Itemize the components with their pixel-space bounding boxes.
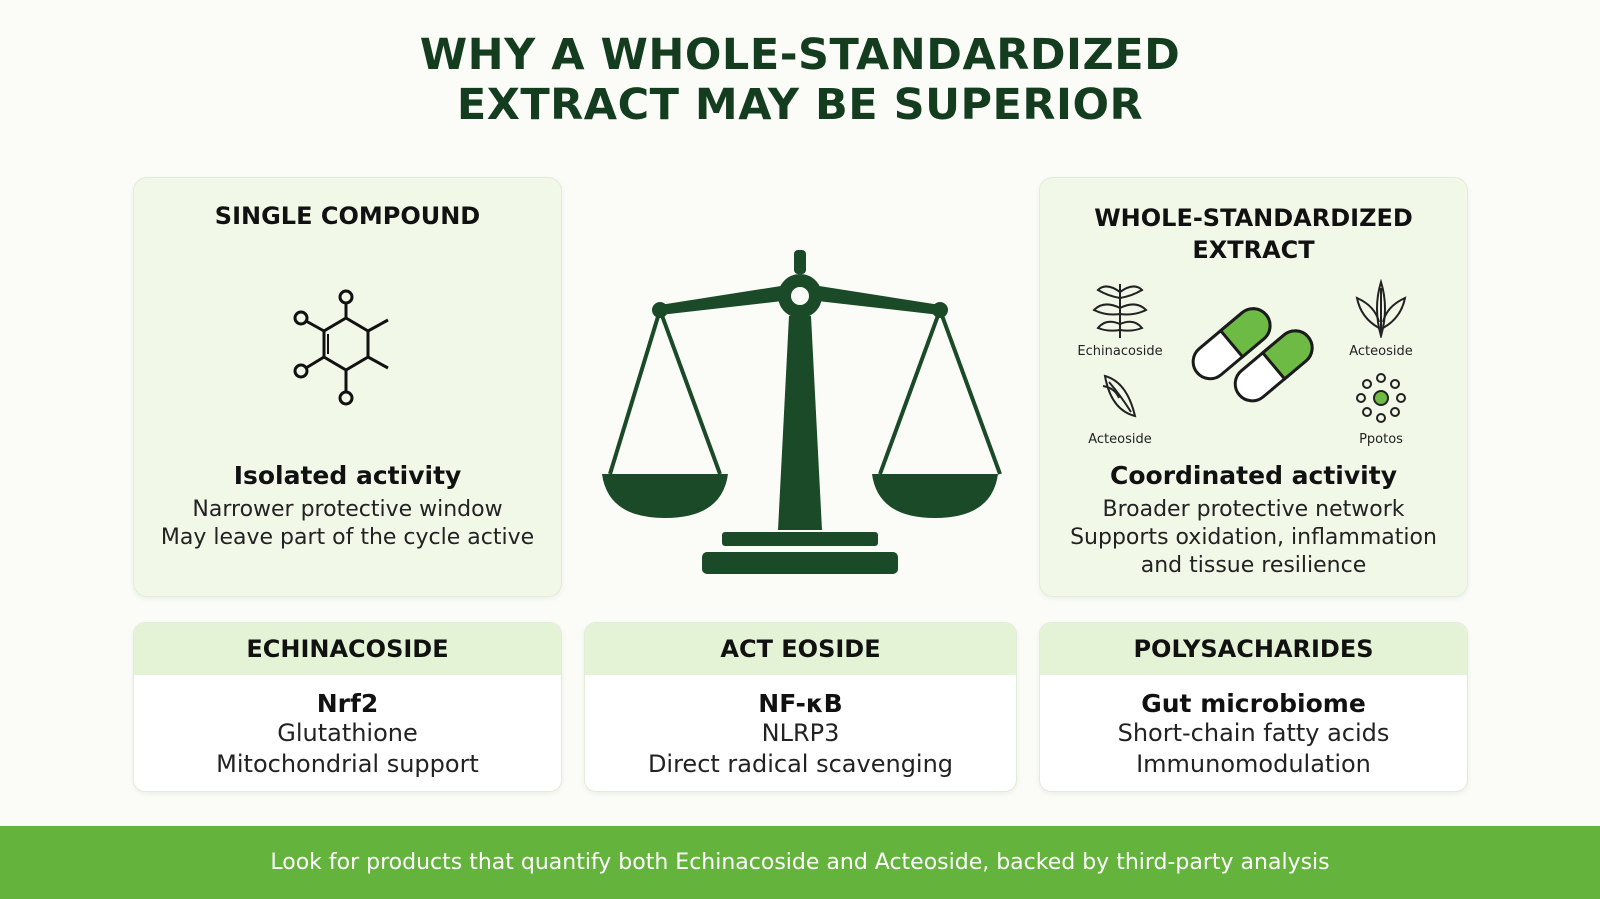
acteoside-heading: ACT EOSIDE xyxy=(585,623,1016,675)
echinacoside-heading: ECHINACOSIDE xyxy=(134,623,561,675)
seed-icon xyxy=(1102,374,1137,418)
single-compound-heading: SINGLE COMPOUND xyxy=(214,202,481,230)
whole-extract-lines: Broader protective network Supports oxid… xyxy=(1040,496,1467,580)
capsule-icon xyxy=(1191,307,1314,403)
single-compound-line: Narrower protective window xyxy=(192,497,503,522)
polysaccharides-card: POLYSACHARIDES Gut microbiome Short-chai… xyxy=(1039,622,1468,792)
icon-label-acteoside-top: Acteoside xyxy=(1349,344,1413,359)
leaf-icon xyxy=(1355,278,1407,338)
molecule-icon xyxy=(293,289,389,406)
single-compound-line: May leave part of the cycle active xyxy=(160,525,535,550)
echinacoside-line: Mitochondrial support xyxy=(216,750,479,778)
acteoside-line: Direct radical scavenging xyxy=(647,750,954,778)
polysaccharides-title: Gut microbiome xyxy=(1141,689,1366,718)
polysaccharides-heading: POLYSACHARIDES xyxy=(1040,623,1467,675)
page-title: WHY A WHOLE-STANDARDIZED EXTRACT MAY BE … xyxy=(0,30,1600,130)
single-compound-lines: Narrower protective window May leave par… xyxy=(134,496,561,552)
acteoside-title: NF-κB xyxy=(758,689,843,718)
polysaccharides-line: Immunomodulation xyxy=(1136,750,1371,778)
whole-extract-heading-line: EXTRACT xyxy=(1192,236,1315,264)
whole-extract-line: and tissue resilience xyxy=(1140,553,1367,578)
plant-icon xyxy=(1092,284,1148,338)
whole-extract-card: WHOLE-STANDARDIZED EXTRACT Echinacoside … xyxy=(1039,177,1468,597)
polysaccharides-line: Short-chain fatty acids xyxy=(1117,719,1390,747)
whole-extract-subtitle: Coordinated activity xyxy=(1110,461,1397,490)
acteoside-line: NLRP3 xyxy=(761,719,840,747)
title-line-1: WHY A WHOLE-STANDARDIZED xyxy=(419,30,1181,80)
whole-extract-heading-line: WHOLE-STANDARDIZED xyxy=(1094,204,1413,232)
balance-scale-icon xyxy=(602,250,1002,574)
icon-label-acteoside-bottom: Acteoside xyxy=(1088,432,1152,447)
single-compound-card: SINGLE COMPOUND Isolated activity Narrow… xyxy=(133,177,562,597)
title-line-2: EXTRACT MAY BE SUPERIOR xyxy=(456,80,1144,130)
acteoside-card: ACT EOSIDE NF-κB NLRP3 Direct radical sc… xyxy=(584,622,1017,792)
echinacoside-card: ECHINACOSIDE Nrf2 Glutathione Mitochondr… xyxy=(133,622,562,792)
whole-extract-line: Broader protective network xyxy=(1102,497,1405,522)
echinacoside-line: Glutathione xyxy=(277,719,418,747)
echinacoside-title: Nrf2 xyxy=(316,689,379,718)
icon-label-echinacoside: Echinacoside xyxy=(1077,344,1163,359)
recommendation-banner: Look for products that quantify both Ech… xyxy=(0,826,1600,899)
whole-extract-line: Supports oxidation, inflammation xyxy=(1070,525,1437,550)
banner-text: Look for products that quantify both Ech… xyxy=(270,850,1330,875)
icon-label-ppotos: Ppotos xyxy=(1359,432,1403,447)
whole-extract-heading: WHOLE-STANDARDIZED EXTRACT xyxy=(1040,202,1467,266)
polysaccharide-cluster-icon xyxy=(1356,373,1406,423)
single-compound-subtitle: Isolated activity xyxy=(233,461,462,490)
